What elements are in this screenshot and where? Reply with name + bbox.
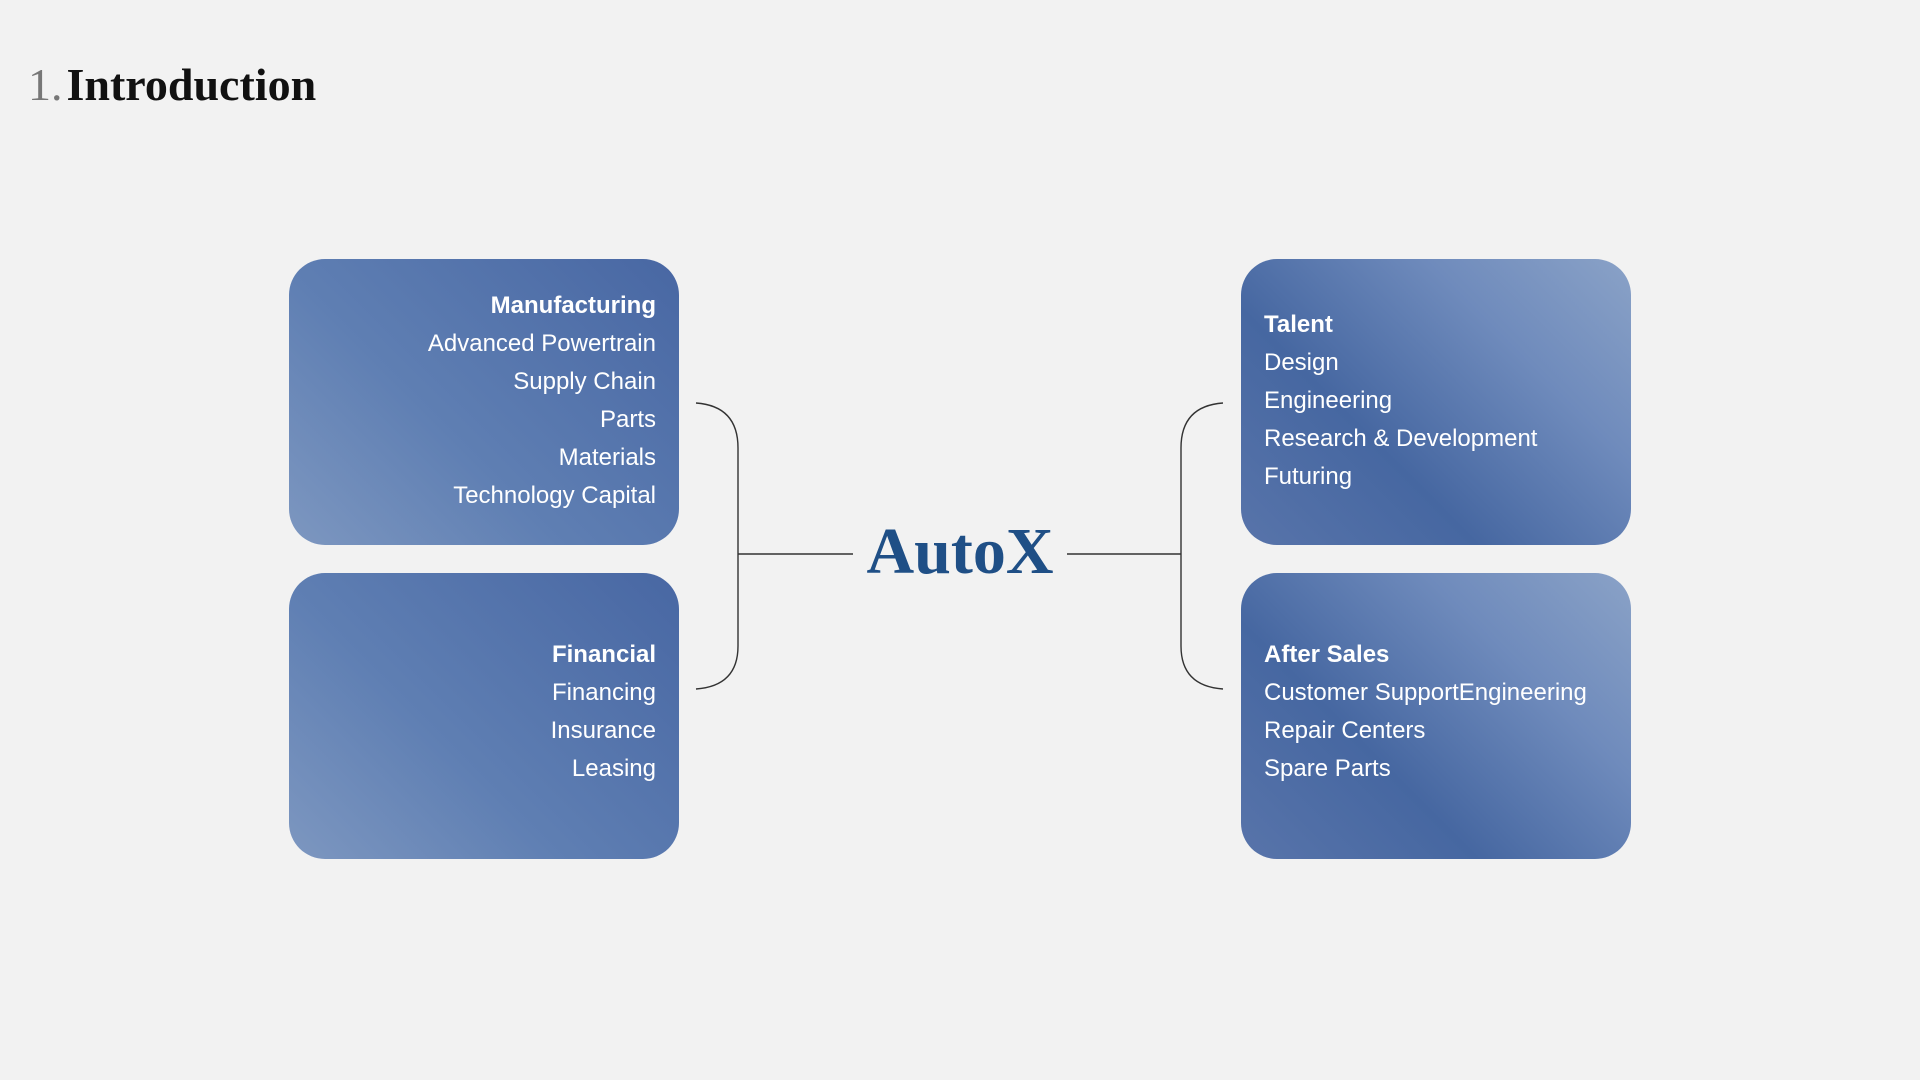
card-item: Leasing: [571, 755, 656, 782]
card-item: Supply Chain: [513, 368, 656, 395]
card-title: After Sales: [1264, 641, 1390, 668]
section-number: 1.: [28, 59, 63, 110]
left-bracket: [695, 402, 739, 690]
card-talent: Talent Design Engineering Research & Dev…: [1241, 259, 1631, 545]
card-item: Research & Development: [1264, 425, 1538, 452]
page-title: 1.Introduction: [28, 58, 316, 112]
card-item: Design: [1264, 349, 1339, 376]
card-title: Financial: [551, 641, 656, 668]
card-title: Talent: [1264, 311, 1333, 338]
card-item: Spare Parts: [1264, 755, 1391, 782]
center-label-autox: AutoX: [866, 515, 1054, 588]
card-item: Insurance: [550, 717, 656, 744]
card-item: Futuring: [1264, 463, 1353, 490]
right-bracket: [1180, 402, 1224, 690]
card-item: Financing: [551, 679, 656, 706]
card-title: Manufacturing: [490, 292, 656, 319]
card-item: Repair Centers: [1264, 717, 1426, 744]
card-financial: Financial Financing Insurance Leasing: [289, 573, 679, 859]
section-title: Introduction: [66, 59, 317, 110]
card-item: Parts: [599, 406, 656, 433]
card-item: Customer SupportEngineering: [1264, 679, 1587, 706]
card-manufacturing: Manufacturing Advanced Powertrain Supply…: [289, 259, 679, 545]
card-after-sales: After Sales Customer SupportEngineering …: [1241, 573, 1631, 859]
card-item: Advanced Powertrain: [427, 330, 656, 357]
card-item: Technology Capital: [453, 482, 656, 509]
card-item: Materials: [558, 444, 656, 471]
card-item: Engineering: [1264, 387, 1393, 414]
